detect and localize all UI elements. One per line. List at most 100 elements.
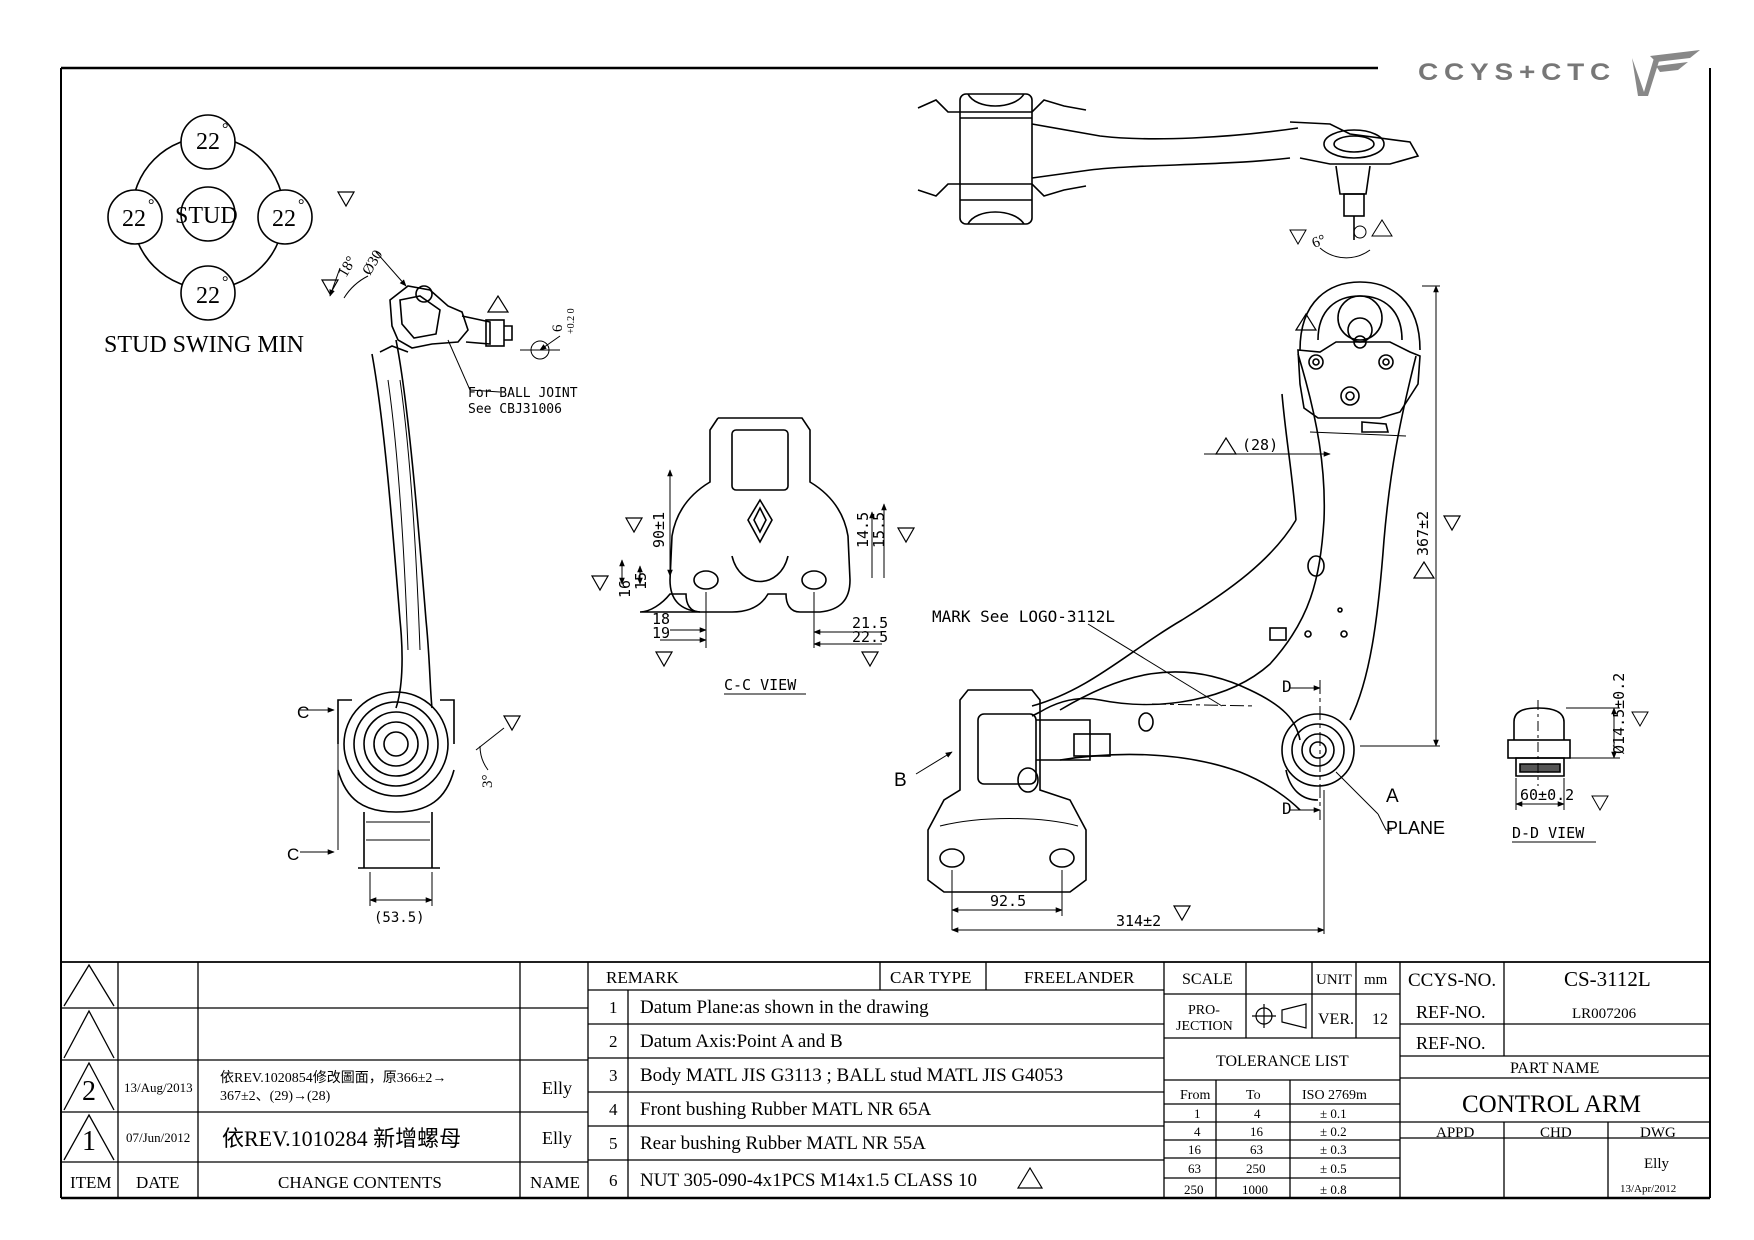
side-view-arm <box>337 285 513 869</box>
ccys-no-value: CS-3112L <box>1564 967 1651 991</box>
stud-angle-left: 22 <box>122 206 146 232</box>
datum-label-b: B <box>894 770 907 791</box>
stud-angle-right: 22 <box>272 206 296 232</box>
stud-angle-top: 22 <box>196 129 220 155</box>
top-view-arm <box>917 93 1420 240</box>
stud-swing-caption: STUD SWING MIN <box>104 332 304 358</box>
tol-row-3-from: 16 <box>1188 1142 1202 1157</box>
brand-wordmark: CCYS+CTC <box>1418 59 1616 86</box>
tol-row-5-from: 250 <box>1184 1182 1204 1197</box>
revision-triangle-icon <box>63 1113 115 1161</box>
tol-row-3-val: ± 0.3 <box>1320 1142 1347 1157</box>
cc-view-labels: 90±1 16 15 18 19 14.5 15.5 21.5 22.5 C-C… <box>616 512 888 694</box>
drawn-by: Elly <box>1644 1156 1669 1172</box>
unit-label: UNIT <box>1316 972 1352 988</box>
warning-triangle-icon <box>1214 436 1238 455</box>
car-type-label: CAR TYPE <box>890 968 971 987</box>
surface-finish-icon <box>624 517 644 534</box>
side-thread-dim-label: 6 <box>550 324 566 332</box>
ver-label: VER. <box>1318 1011 1354 1028</box>
side-angle-bottom-label: 3° <box>480 775 496 789</box>
section-d-bottom: D <box>1282 799 1292 818</box>
projection-label-line2: JECTION <box>1176 1019 1233 1034</box>
tol-row-4-to: 250 <box>1246 1161 1266 1176</box>
revision-triangle-icon <box>63 1061 115 1111</box>
main-view-arm <box>927 281 1421 893</box>
projection-symbol-icon <box>1252 1003 1307 1029</box>
part-name-value: CONTROL ARM <box>1462 1091 1641 1118</box>
surface-finish-icon <box>502 715 522 732</box>
balljoint-note-line2: See CBJ31006 <box>468 402 562 417</box>
warning-triangle-icon <box>1371 219 1393 237</box>
cc-dim-19: 19 <box>652 624 670 642</box>
surface-finish-icon <box>336 191 356 208</box>
remark-no-3: 3 <box>609 1066 618 1085</box>
dd-view-labels: Ø14.5±0.2 60±0.2 D-D VIEW <box>1512 673 1628 842</box>
dwg-label: DWG <box>1640 1125 1676 1141</box>
rev-header-date: DATE <box>136 1173 179 1192</box>
rev-item-1: 1 <box>82 1126 96 1157</box>
datum-label-a: A <box>1386 786 1399 807</box>
tol-row-1-from: 1 <box>1194 1106 1201 1121</box>
spec-table-text: SCALE UNIT mm PRO- JECTION VER. 12 TOLER… <box>1176 971 1388 1197</box>
balljoint-note-line1: For BALL JOINT <box>468 386 578 401</box>
remark-text-1: Datum Plane:as shown in the drawing <box>640 997 929 1018</box>
tol-row-1-val: ± 0.1 <box>1320 1106 1347 1121</box>
stud-center-label: STUD <box>175 203 238 229</box>
stud-angle-bottom: 22 <box>196 283 220 309</box>
ref-no-value: LR007206 <box>1572 1006 1637 1022</box>
cc-dim-16: 16 <box>616 580 634 598</box>
remark-no-4: 4 <box>609 1100 618 1119</box>
datum-symbol-icon <box>1353 225 1367 239</box>
rev-date-2: 13/Aug/2013 <box>124 1080 193 1095</box>
cc-view-datum-marks <box>590 517 916 668</box>
tolerance-title: TOLERANCE LIST <box>1216 1053 1349 1070</box>
top-view-angle-label: 6° <box>1310 232 1328 252</box>
main-dim-28: (28) <box>1242 436 1278 454</box>
drawing-frame <box>60 66 1711 1200</box>
tol-row-4-val: ± 0.5 <box>1320 1161 1347 1176</box>
ref-no-label-2: REF-NO. <box>1416 1033 1486 1053</box>
surface-finish-icon <box>654 651 674 668</box>
remark-no-6: 6 <box>609 1171 618 1190</box>
surface-finish-icon <box>1591 795 1609 812</box>
ver-value: 12 <box>1372 1011 1388 1028</box>
side-view-datum-marks <box>320 191 522 732</box>
remark-no-5: 5 <box>609 1134 618 1153</box>
scale-label: SCALE <box>1182 971 1233 988</box>
tol-header-from: From <box>1180 1088 1210 1103</box>
brand-emblem-icon <box>1632 50 1700 96</box>
cc-dim-18: 18 <box>652 610 670 628</box>
warning-triangle-icon <box>486 294 510 313</box>
section-c-bottom: C <box>287 845 299 864</box>
section-d-top: D <box>1282 677 1292 696</box>
tol-row-4-from: 63 <box>1188 1161 1201 1176</box>
main-dim-367: 367±2 <box>1414 511 1432 556</box>
appd-label: APPD <box>1436 1125 1475 1141</box>
tol-row-5-to: 1000 <box>1242 1182 1268 1197</box>
surface-finish-icon <box>1289 229 1307 246</box>
warning-triangle-icon <box>1294 312 1318 331</box>
main-dim-925: 92.5 <box>990 892 1026 910</box>
main-view-datum-marks <box>1172 312 1462 922</box>
dd-view-title: D-D VIEW <box>1512 824 1585 842</box>
side-view-dims <box>300 251 561 906</box>
remark-header: REMARK <box>606 968 679 987</box>
main-view-labels: (28) 367±2 MARK See LOGO-3112L D D B A P… <box>894 436 1445 930</box>
surface-finish-icon <box>896 527 916 544</box>
cc-dim-15: 15 <box>632 572 650 590</box>
remark-text-3: Body MATL JIS G3113 ; BALL stud MATL JIS… <box>640 1065 1063 1086</box>
surface-finish-icon <box>1172 905 1192 922</box>
cc-dim-90: 90±1 <box>650 512 668 548</box>
cc-dim-145: 14.5 <box>854 512 872 548</box>
tol-row-3-to: 63 <box>1250 1142 1263 1157</box>
dd-dim-145: Ø14.5±0.2 <box>1610 673 1628 754</box>
tol-row-2-from: 4 <box>1194 1124 1201 1139</box>
dd-dim-60: 60±0.2 <box>1520 786 1574 804</box>
section-c-top: C <box>297 703 309 722</box>
rev-date-1: 07/Jun/2012 <box>126 1130 190 1145</box>
main-dim-314: 314±2 <box>1116 912 1161 930</box>
stud-deg-bottom: ° <box>222 274 228 291</box>
warning-triangle-icon <box>1412 560 1436 579</box>
